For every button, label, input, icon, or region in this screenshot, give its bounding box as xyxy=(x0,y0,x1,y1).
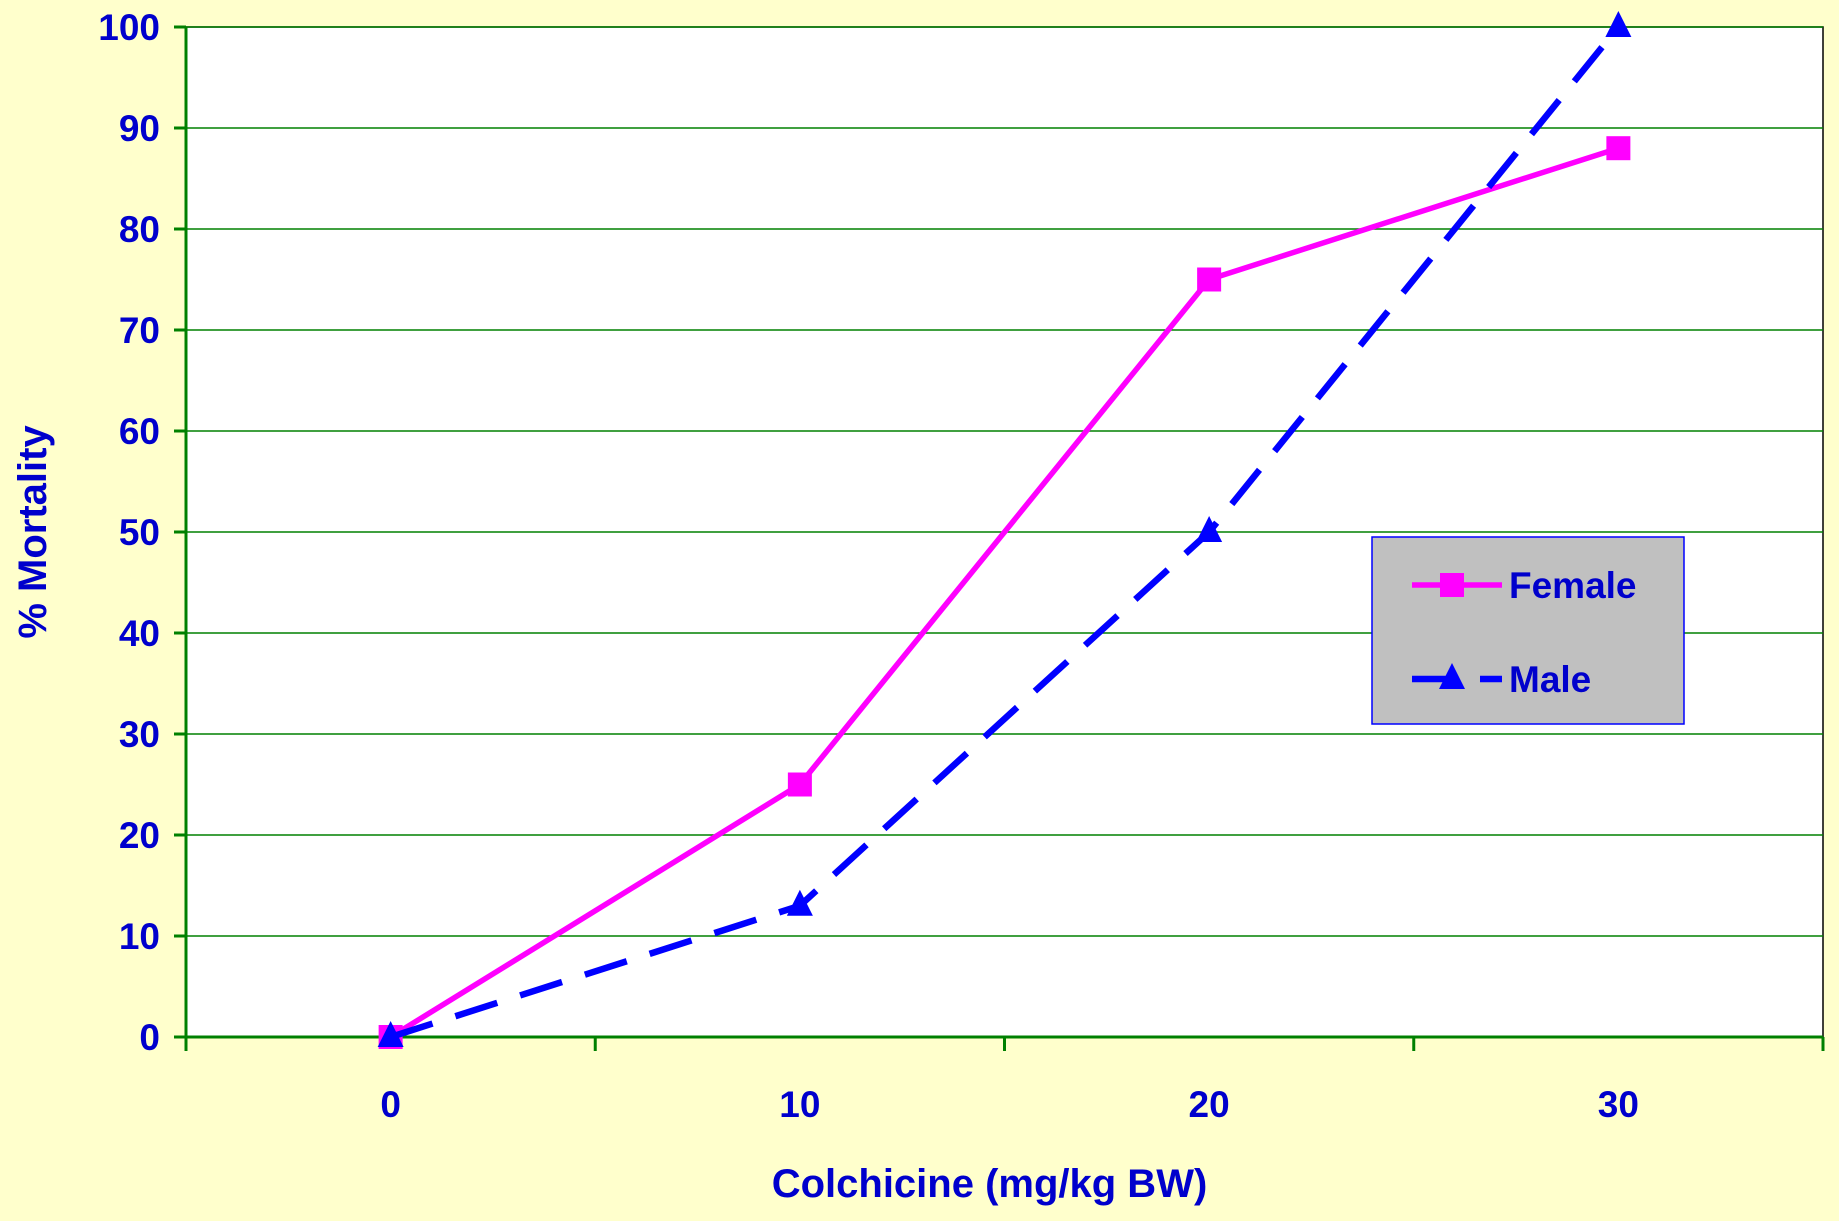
y-tick-label-90: 90 xyxy=(119,108,160,149)
legend-label-female: Female xyxy=(1509,565,1637,606)
y-tick-label-60: 60 xyxy=(119,411,160,452)
y-tick-label-0: 0 xyxy=(139,1017,160,1058)
legend-item-female: Female xyxy=(1412,565,1637,606)
male-point-10 xyxy=(786,889,813,916)
female-point-30 xyxy=(1606,136,1631,161)
y-tick-label-40: 40 xyxy=(119,613,160,654)
legend-item-male: Male xyxy=(1412,659,1591,700)
y-axis-title: % Mortality xyxy=(11,425,55,639)
series-male xyxy=(377,11,1632,1047)
y-tick-label-10: 10 xyxy=(119,916,160,957)
series-line-female xyxy=(389,145,1620,1040)
series-line-male xyxy=(389,24,1621,1041)
x-tick-label-20: 20 xyxy=(1189,1084,1230,1125)
y-tick-label-80: 80 xyxy=(119,209,160,250)
y-tick-label-100: 100 xyxy=(98,7,160,48)
female-point-10 xyxy=(787,772,812,797)
legend-marker-male xyxy=(1439,663,1465,689)
male-point-30 xyxy=(1605,11,1632,37)
series-female xyxy=(378,136,1631,1049)
female-point-20 xyxy=(1197,267,1222,292)
y-axis-ticks: 0 10 20 30 40 50 60 70 80 90 100 xyxy=(98,7,186,1058)
male-point-0 xyxy=(377,1021,404,1047)
y-tick-label-20: 20 xyxy=(119,815,160,856)
x-axis-title: Colchicine (mg/kg BW) xyxy=(772,1162,1208,1206)
legend-label-male: Male xyxy=(1509,659,1591,700)
male-point-20 xyxy=(1196,516,1223,542)
x-tick-label-10: 10 xyxy=(779,1084,820,1125)
x-tick-label-30: 30 xyxy=(1598,1084,1639,1125)
x-axis-ticks: 0 10 20 30 xyxy=(184,1037,1825,1125)
legend-box xyxy=(1371,536,1685,725)
series-layer xyxy=(377,11,1632,1049)
x-tick-label-0: 0 xyxy=(380,1084,401,1125)
grid-lines xyxy=(186,26,1823,937)
y-tick-label-50: 50 xyxy=(119,512,160,553)
y-tick-label-70: 70 xyxy=(119,310,160,351)
y-tick-label-30: 30 xyxy=(119,714,160,755)
legend-marker-female xyxy=(1440,573,1464,597)
